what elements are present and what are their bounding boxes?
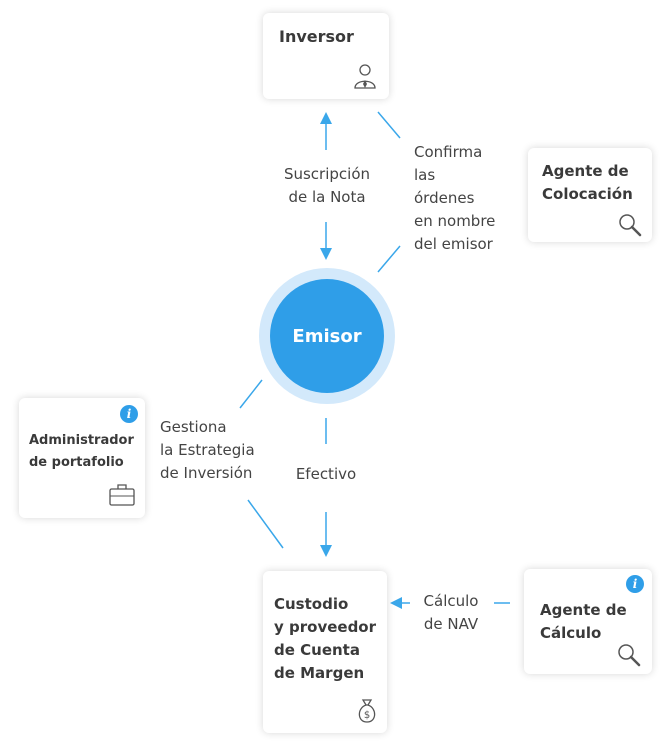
emisor-title: Emisor xyxy=(292,325,362,347)
edge-label-suscripcion: Suscripción de la Nota xyxy=(283,165,371,206)
inversor-title: Inversor xyxy=(279,27,354,46)
custodio-title: Custodio y proveedor de Cuenta de Margen xyxy=(274,595,377,682)
agente-colocacion-card[interactable]: Agente de Colocación xyxy=(528,148,652,242)
administrador-card[interactable]: i Administrador de portafolio xyxy=(19,398,145,518)
magnifier-icon xyxy=(618,644,641,667)
agente-colocacion-title: Agente de Colocación xyxy=(542,162,633,203)
edge-label-efectivo: Efectivo xyxy=(295,465,357,483)
money-bag-icon: $ xyxy=(358,699,376,723)
connector-gestiona-custodio xyxy=(247,499,284,549)
magnifier-icon xyxy=(619,214,642,237)
agente-calculo-card[interactable]: i Agente de Cálculo xyxy=(524,569,652,674)
briefcase-icon xyxy=(109,484,135,506)
edge-label-confirma: Confirma las órdenes en nombre del emiso… xyxy=(414,143,496,253)
edge-label-gestiona: Gestiona la Estrategia de Inversión xyxy=(160,418,255,482)
edge-label-calculo-nav: Cálculo de NAV xyxy=(423,592,479,633)
connector-inversor-confirma xyxy=(377,111,401,139)
emisor-node[interactable]: Emisor xyxy=(270,279,384,393)
connector-confirma-emisor xyxy=(377,245,401,273)
inversor-card[interactable]: Inversor xyxy=(263,13,389,99)
investor-person-icon xyxy=(354,64,376,89)
custodio-card[interactable]: Custodio y proveedor de Cuenta de Margen… xyxy=(263,571,387,733)
agente-calculo-title: Agente de Cálculo xyxy=(540,601,627,642)
administrador-title: Administrador de portafolio xyxy=(29,433,134,470)
info-icon[interactable]: i xyxy=(120,405,138,423)
svg-text:$: $ xyxy=(364,710,370,721)
connector-emisor-gestiona xyxy=(239,379,263,409)
info-icon[interactable]: i xyxy=(626,575,644,593)
